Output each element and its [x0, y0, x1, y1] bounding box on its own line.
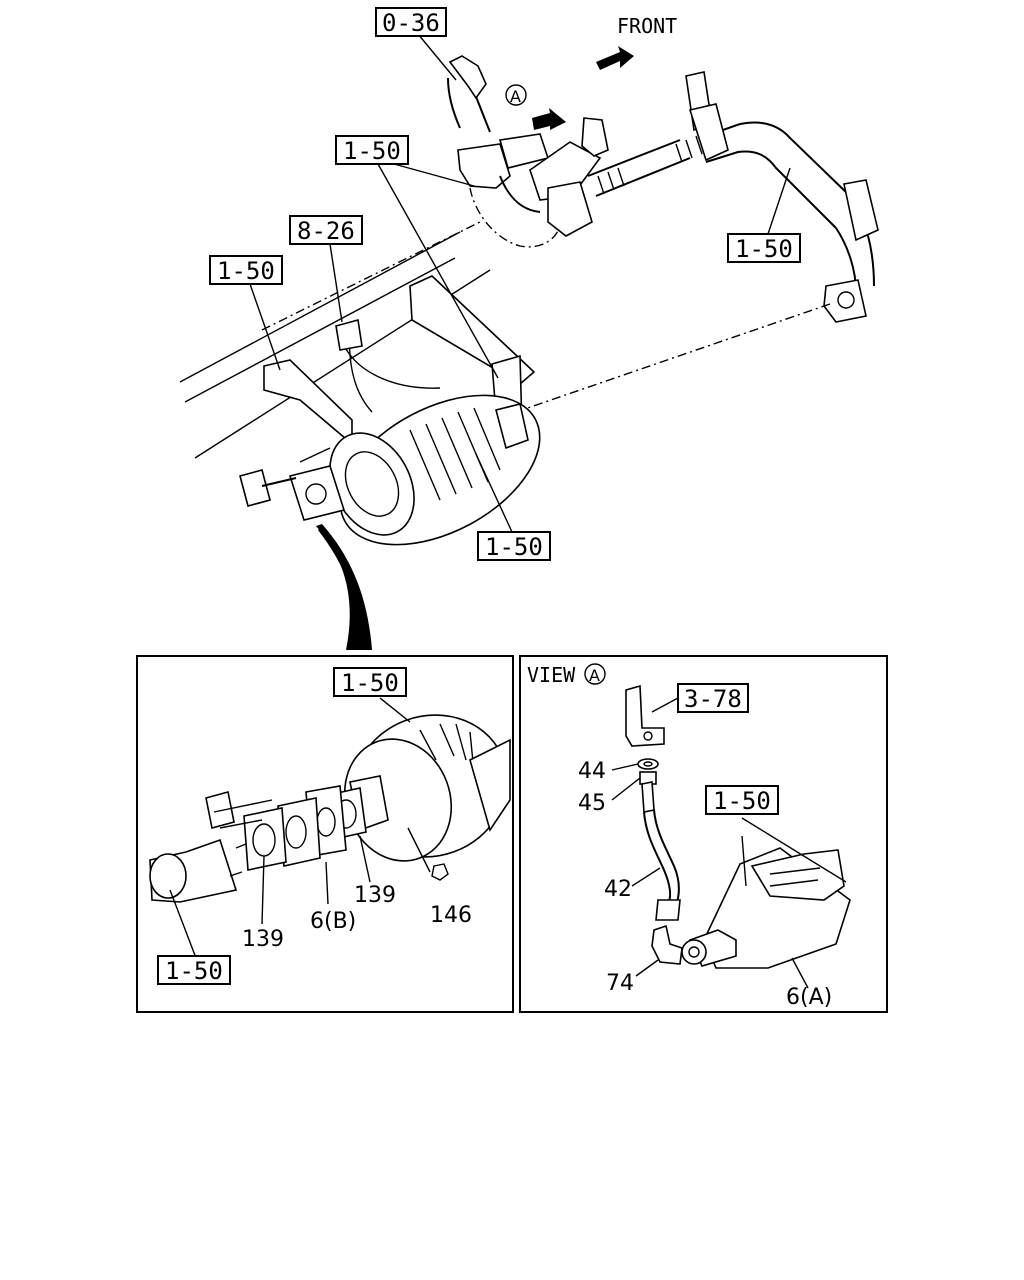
detail-panel-view-a: VIEW A 3-78	[519, 655, 888, 1013]
view-a-marker: A	[505, 84, 566, 130]
svg-text:1-50: 1-50	[485, 533, 543, 561]
part-6a: 6(A)	[786, 985, 832, 1010]
part-44: 44	[578, 759, 606, 784]
detail-panel-left: 1-50 1-50 139 6(B) 139 146	[136, 655, 514, 1013]
svg-text:1-50: 1-50	[343, 137, 401, 165]
ref-3-78: 3-78	[677, 683, 749, 713]
ref-8-26: 8-26	[289, 215, 363, 245]
svg-text:A: A	[589, 666, 600, 685]
ref-1-50-view: 1-50	[705, 785, 779, 815]
svg-text:1-50: 1-50	[341, 669, 399, 697]
svg-text:8-26: 8-26	[297, 217, 355, 245]
svg-text:1-50: 1-50	[165, 957, 223, 985]
svg-text:VIEW: VIEW	[527, 663, 576, 687]
part-146: 146	[430, 903, 472, 928]
main-assembly: FRONT A	[179, 7, 879, 650]
part-45: 45	[578, 791, 606, 816]
front-label: FRONT	[617, 14, 677, 38]
view-a-title: VIEW A	[527, 663, 606, 687]
svg-text:1-50: 1-50	[735, 235, 793, 263]
detail-callout-arrow	[316, 524, 372, 650]
frame-rails	[179, 221, 491, 459]
ref-1-50-bottom: 1-50	[477, 531, 551, 561]
ref-0-36: 0-36	[375, 7, 447, 37]
ref-1-50-inset-top: 1-50	[333, 667, 407, 697]
part-139-a: 139	[242, 927, 284, 952]
front-exhaust-pipe	[447, 55, 879, 323]
svg-text:1-50: 1-50	[217, 257, 275, 285]
front-arrow: FRONT	[596, 14, 677, 70]
svg-text:3-78: 3-78	[684, 685, 742, 713]
ref-1-50-inset-bottom: 1-50	[157, 955, 231, 985]
svg-text:1-50: 1-50	[713, 787, 771, 815]
part-6b: 6(B)	[310, 909, 356, 934]
leader-lines	[249, 33, 791, 533]
part-42: 42	[604, 877, 632, 902]
ref-1-50-left: 1-50	[209, 255, 283, 285]
ref-1-50-top: 1-50	[335, 135, 409, 165]
ref-1-50-right: 1-50	[727, 233, 801, 263]
svg-text:A: A	[510, 87, 521, 106]
part-139-b: 139	[354, 883, 396, 908]
part-74: 74	[606, 971, 634, 996]
svg-text:0-36: 0-36	[382, 9, 440, 37]
catalytic-converter	[239, 318, 541, 546]
